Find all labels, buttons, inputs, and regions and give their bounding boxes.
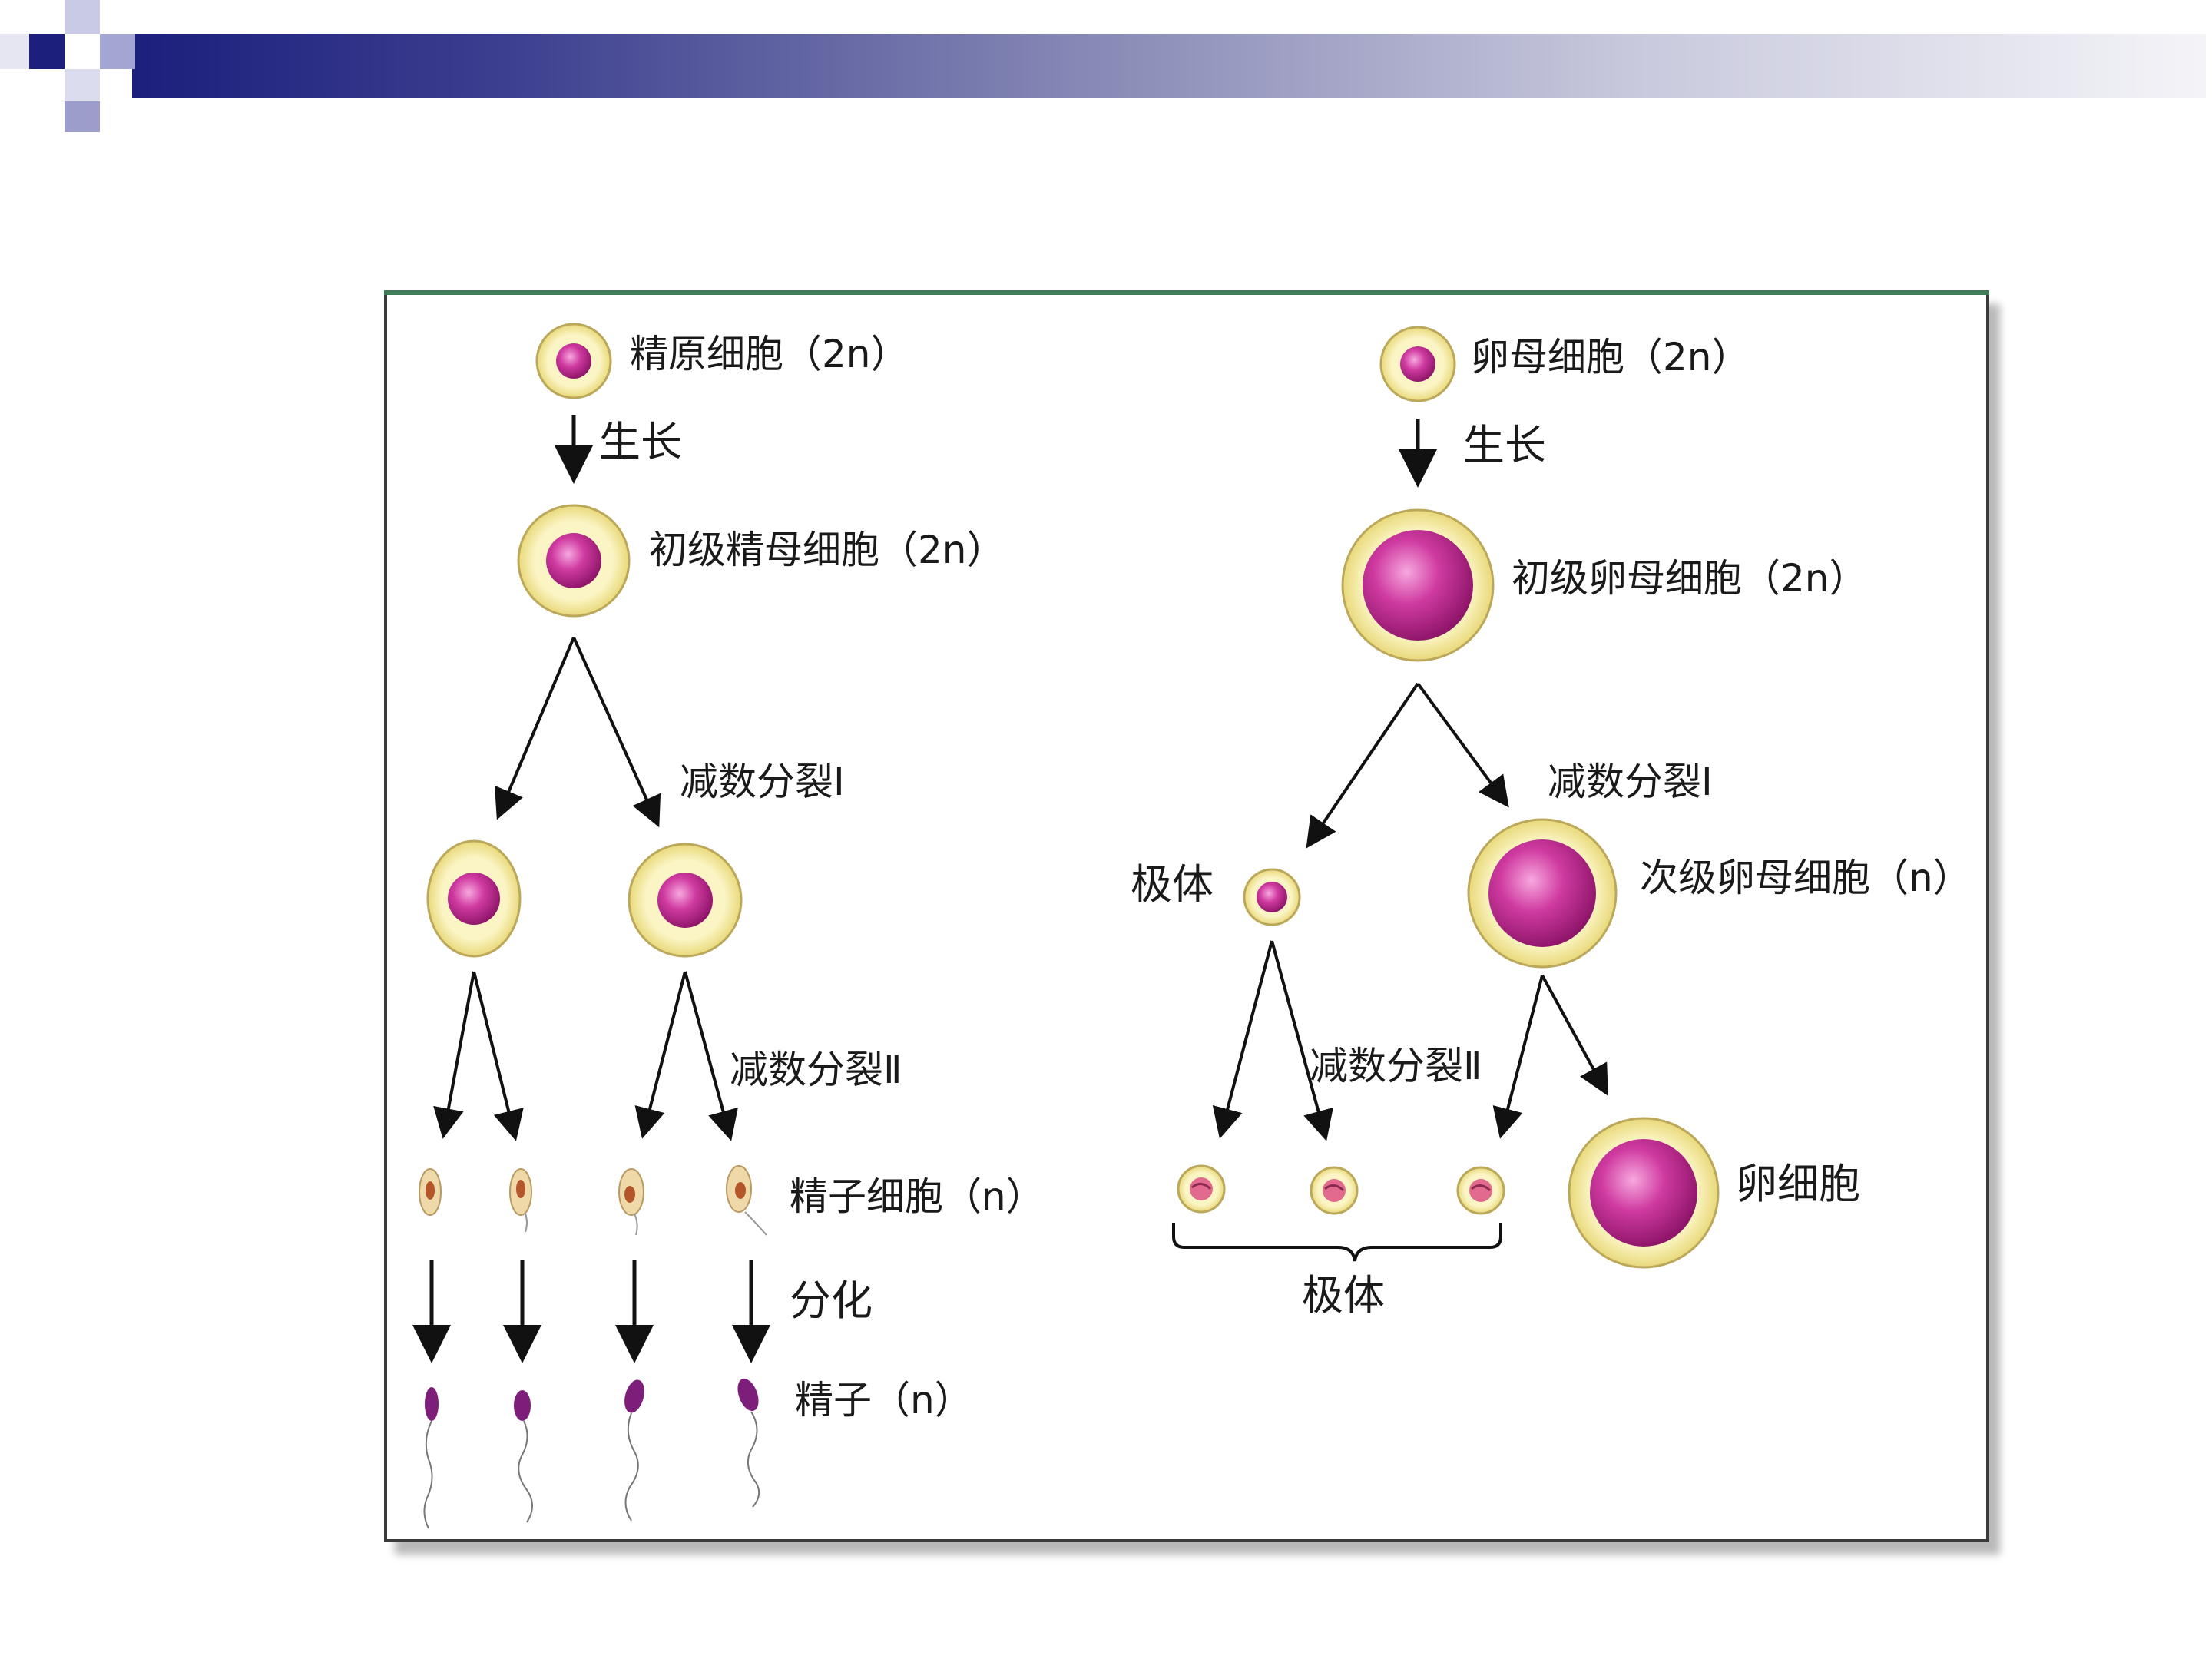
- arrow-meiosis1-right: [1416, 682, 1509, 808]
- spermatid: [726, 1165, 767, 1236]
- cell-polar-body: [1310, 1166, 1359, 1215]
- cell-secondary-spermatocyte: [426, 839, 522, 958]
- spermatid: [618, 1168, 644, 1236]
- spermatid: [419, 1168, 442, 1216]
- cell-polar-body: [1456, 1166, 1505, 1215]
- banner-square: [65, 69, 100, 101]
- arrow-meiosis2: [433, 971, 475, 1139]
- label-first-polar-body: 极体: [1131, 860, 1214, 909]
- label-spermatogonium: 精原细胞（2n）: [630, 332, 909, 376]
- arrow-meiosis2: [472, 971, 524, 1141]
- arrow-meiosis2: [1541, 975, 1608, 1097]
- label-sperm-meiosis2: 减数分裂Ⅱ: [730, 1048, 902, 1092]
- label-sperm-meiosis1: 减数分裂Ⅰ: [680, 760, 845, 804]
- cell-first-polar-body: [1243, 868, 1301, 926]
- sperm-cell: [737, 1378, 760, 1508]
- sperm-cell: [624, 1379, 644, 1522]
- label-primary-spermatocyte: 初级精母细胞（2n）: [649, 528, 1005, 572]
- cell-primary-spermatocyte: [517, 504, 631, 618]
- arrow-meiosis2: [1492, 975, 1544, 1139]
- label-growth: 生长: [599, 418, 682, 466]
- cell-secondary-oocyte: [1467, 818, 1618, 969]
- cell-polar-body: [1177, 1164, 1226, 1214]
- banner-square: [65, 0, 100, 34]
- label-oocyte-meiosis1: 减数分裂Ⅰ: [1548, 760, 1713, 804]
- arrow-meiosis2: [634, 971, 687, 1139]
- arrow-meiosis2: [1212, 940, 1273, 1139]
- label-differentiation: 分化: [790, 1277, 873, 1325]
- label-egg: 卵细胞: [1736, 1160, 1860, 1208]
- label-secondary-oocyte: 次级卵母细胞（n）: [1640, 856, 1972, 900]
- arrow-meiosis2: [684, 971, 738, 1141]
- label-oocyte-meiosis2: 减数分裂Ⅱ: [1310, 1044, 1482, 1088]
- arrow-meiosis1-left: [495, 637, 575, 820]
- arrow-meiosis2: [1270, 940, 1333, 1141]
- banner-square: [0, 34, 29, 69]
- cell-secondary-spermatocyte: [628, 843, 743, 958]
- label-primary-oocyte: 初级卵母细胞（2n）: [1512, 556, 1868, 601]
- sperm-cell: [514, 1390, 533, 1523]
- label-spermatid: 精子细胞（n）: [790, 1174, 1045, 1219]
- arrow-meiosis1-right: [572, 637, 661, 828]
- cell-oogonium: [1379, 326, 1456, 402]
- cell-spermatogonium: [535, 323, 612, 399]
- title-banner: [132, 34, 2206, 98]
- spermatid: [509, 1168, 532, 1233]
- label-oogonium: 卵母细胞（2n）: [1471, 335, 1750, 379]
- frame-top-border: [384, 290, 1989, 295]
- arrow-meiosis1-left: [1306, 682, 1419, 849]
- cell-primary-oocyte: [1341, 508, 1495, 662]
- label-oocyte-growth: 生长: [1463, 421, 1546, 469]
- cell-egg: [1568, 1117, 1720, 1269]
- polar-bodies-bracket: [1172, 1223, 1502, 1262]
- banner-square: [29, 34, 65, 69]
- banner-square: [65, 101, 100, 132]
- banner-square: [100, 34, 135, 69]
- label-sperm: 精子（n）: [795, 1378, 973, 1422]
- label-polar-bodies: 极体: [1302, 1271, 1385, 1320]
- sperm-cell: [423, 1387, 439, 1529]
